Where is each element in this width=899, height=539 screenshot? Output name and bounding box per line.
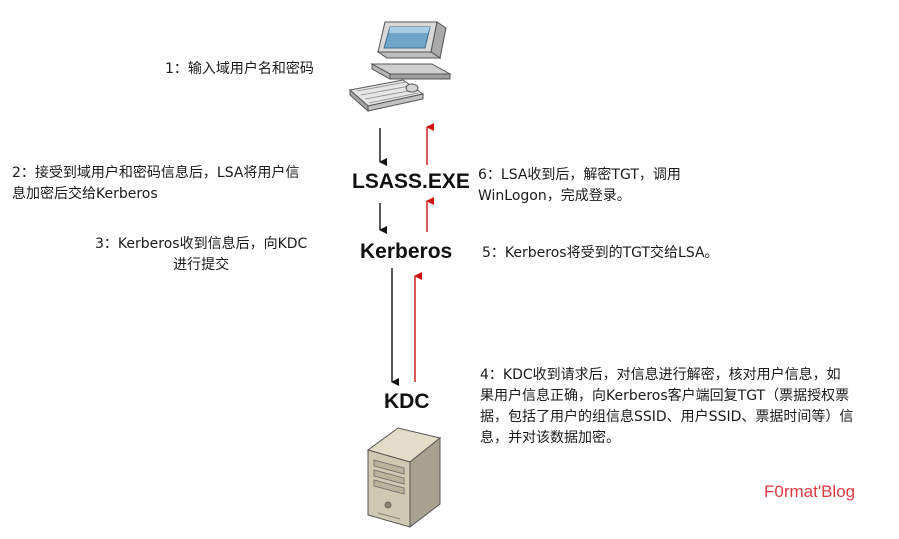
node-lsass: LSASS.EXE	[352, 170, 470, 193]
step-3-label: 3：Kerberos收到信息后，向KDC 进行提交	[95, 236, 308, 273]
step-6-label: 6：LSA收到后，解密TGT，调用 WinLogon，完成登录。	[478, 167, 681, 204]
step-5-label: 5：Kerberos将受到的TGT交给LSA。	[482, 245, 719, 261]
step-2-label: 2：接受到域用户和密码信息后，LSA将用户信 息加密后交给Kerberos	[12, 165, 300, 202]
step-1-label: 1：输入域用户名和密码	[165, 61, 314, 77]
node-kerberos: Kerberos	[360, 240, 453, 263]
server-tower-icon	[366, 427, 442, 529]
blog-watermark: F0rmat'Blog	[764, 482, 856, 501]
step-4-label: 4：KDC收到请求后，对信息进行解密，核对用户信息，如 果用户信息正确，向Ker…	[480, 367, 854, 446]
desktop-computer-icon	[348, 21, 452, 113]
node-kdc: KDC	[384, 390, 430, 413]
